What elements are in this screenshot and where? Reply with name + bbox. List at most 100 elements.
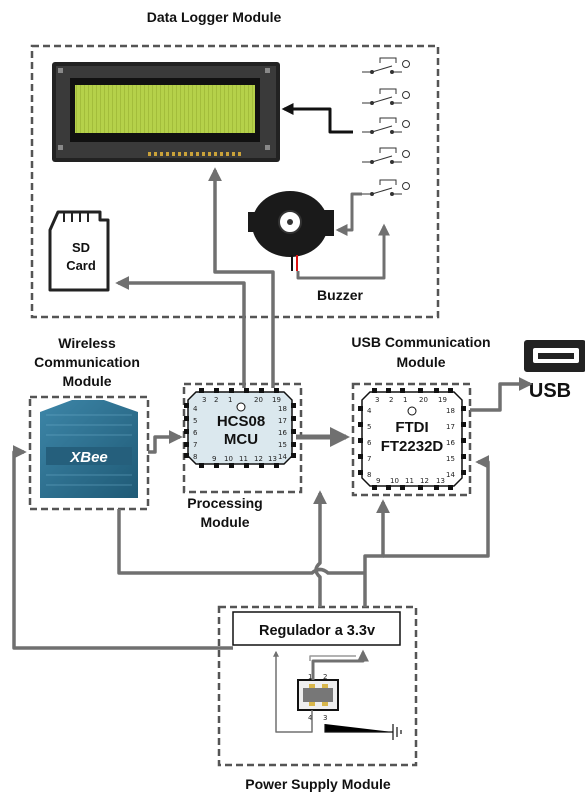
- data-logger-module-label: Data Logger Module: [147, 9, 282, 25]
- wire-ftdi-to-usb: [470, 377, 533, 412]
- ftdi-pin-15: 15: [446, 455, 455, 463]
- mcu-pin-1: 1: [228, 396, 232, 404]
- wire-mcu-to-lcd: [208, 167, 275, 388]
- ftdi-pin-5: 5: [367, 423, 371, 431]
- usb-conn-pin-1: 1: [308, 673, 312, 681]
- push-button-5: [362, 179, 410, 196]
- wire-regulator-to-ftdi: [363, 499, 390, 607]
- mcu-pin-20: 20: [254, 396, 263, 404]
- mcu-pin-13: 13: [268, 455, 277, 463]
- usb-conn-pin-2: 2: [323, 673, 327, 681]
- power-supply-box: [217, 605, 418, 767]
- ftdi-pin-1: 1: [403, 396, 407, 404]
- wires: [12, 103, 533, 733]
- usb-plug-icon: USB: [524, 340, 585, 402]
- mcu-pin-18: 18: [278, 405, 287, 413]
- mcu-chip: 3 2 1 20 19 4 5 6 7 8 18 17 16 15 14 9 1…: [184, 388, 296, 468]
- mcu-pin-7: 7: [193, 441, 197, 449]
- data-logger-box: [30, 44, 440, 319]
- push-button-4: [362, 147, 410, 164]
- power-supply-module-label: Power Supply Module: [245, 776, 391, 792]
- ftdi-pin-4: 4: [367, 407, 372, 415]
- processing-label-line1: Processing: [187, 495, 262, 511]
- mcu-pin-17: 17: [278, 417, 287, 425]
- usb-box: [351, 382, 472, 497]
- mcu-pin-19: 19: [272, 396, 281, 404]
- wire-usb-to-regulator: [311, 649, 369, 680]
- mcu-pin-16: 16: [278, 429, 287, 437]
- mcu-pin-3: 3: [202, 396, 206, 404]
- ftdi-pin-20: 20: [419, 396, 428, 404]
- sd-card-label-line2: Card: [66, 258, 96, 273]
- wire-regulator-to-mcu: [313, 490, 327, 607]
- wire-mcu-to-sd: [115, 276, 246, 388]
- wireless-label-line2: Communication: [34, 354, 140, 370]
- buzzer: Buzzer: [248, 191, 363, 303]
- ftdi-pin-10: 10: [390, 477, 399, 485]
- wire-usb-ground-to-regulator: [273, 650, 313, 733]
- wire-buttons-to-buzzer: [335, 192, 362, 236]
- xbee-module: XBee: [40, 400, 138, 498]
- wire-usb-conn-top: [309, 655, 356, 661]
- ftdi-pin-6: 6: [367, 439, 372, 447]
- push-button-2: [362, 88, 410, 105]
- regulator-block: [232, 611, 401, 646]
- usb-conn-pin-4: 4: [308, 714, 313, 722]
- ftdi-pin-16: 16: [446, 439, 455, 447]
- mcu-pin-4: 4: [193, 405, 198, 413]
- wireless-label-line1: Wireless: [58, 335, 116, 351]
- sd-card: SD Card: [48, 210, 110, 292]
- usb-module-label-line1: USB Communication: [351, 334, 490, 350]
- xbee-logo: XBee: [69, 449, 108, 466]
- push-button-1: [362, 57, 410, 74]
- ftdi-pin-7: 7: [367, 455, 371, 463]
- mcu-pin-9: 9: [212, 455, 216, 463]
- mcu-pin-15: 15: [278, 441, 287, 449]
- mcu-pin-2: 2: [214, 396, 218, 404]
- wireless-box: [28, 395, 150, 511]
- ftdi-chip: 3 2 1 20 19 4 5 6 7 8 18 17 16 15 14 9 1…: [358, 388, 466, 490]
- ftdi-pin-17: 17: [446, 423, 455, 431]
- ftdi-pin-2: 2: [389, 396, 393, 404]
- ground-symbol: [324, 724, 402, 740]
- ftdi-pin-11: 11: [405, 477, 414, 485]
- ftdi-pin-13: 13: [436, 477, 445, 485]
- ftdi-pin-12: 12: [420, 477, 429, 485]
- sd-card-label-line1: SD: [72, 240, 90, 255]
- push-button-3: [362, 117, 410, 134]
- ftdi-pin-18: 18: [446, 407, 455, 415]
- ftdi-pin-9: 9: [376, 477, 380, 485]
- wire-regulator-to-xbee: [12, 445, 233, 650]
- usb-plug-label: USB: [529, 380, 571, 402]
- mcu-label-line2: MCU: [224, 431, 258, 448]
- wireless-label-line3: Module: [63, 373, 112, 389]
- mcu-pin-10: 10: [224, 455, 233, 463]
- ftdi-pin-8: 8: [367, 471, 371, 479]
- ftdi-label-line2: FT2232D: [381, 438, 444, 455]
- mcu-pin-8: 8: [193, 453, 197, 461]
- push-buttons: [362, 57, 410, 196]
- processing-label-line2: Module: [201, 514, 250, 530]
- wire-to-ftdi-right: [383, 455, 490, 558]
- buzzer-label: Buzzer: [317, 287, 363, 303]
- ftdi-pin-3: 3: [375, 396, 379, 404]
- usb-conn-pin-3: 3: [323, 714, 327, 722]
- regulator-label: Regulador a 3.3v: [259, 623, 375, 639]
- mcu-pin-12: 12: [254, 455, 263, 463]
- ftdi-pin-14: 14: [446, 471, 455, 479]
- wire-buttons-to-lcd: [281, 103, 353, 134]
- wire-xbee-bottom: [117, 509, 365, 575]
- mcu-label-line1: HCS08: [217, 413, 265, 430]
- mcu-pin-14: 14: [278, 453, 287, 461]
- lcd-display: [52, 62, 280, 162]
- ftdi-pin-19: 19: [438, 396, 447, 404]
- mcu-pin-11: 11: [239, 455, 248, 463]
- mcu-pin-6: 6: [193, 429, 198, 437]
- wire-buzzer-to-buttons: [296, 223, 390, 280]
- mcu-pin-5: 5: [193, 417, 197, 425]
- usb-power-connector: 1 2 4 3: [297, 673, 339, 722]
- usb-module-label-line2: Module: [397, 354, 446, 370]
- wire-xbee-to-mcu: [148, 430, 183, 454]
- ftdi-label-line1: FTDI: [395, 419, 428, 436]
